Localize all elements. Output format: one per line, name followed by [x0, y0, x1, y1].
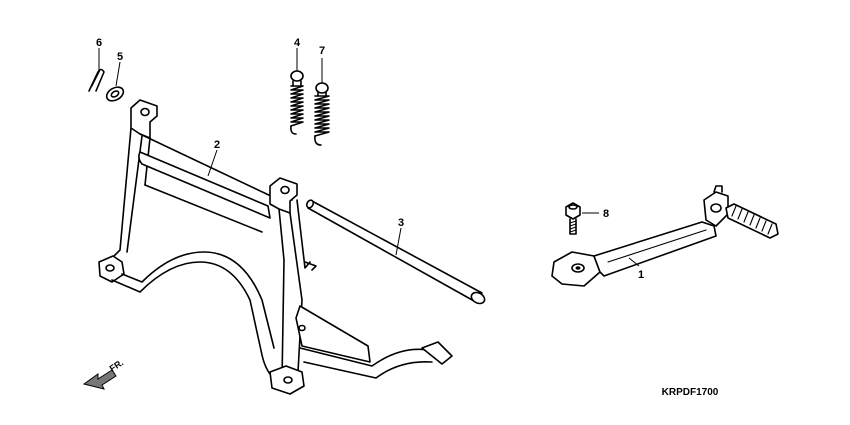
- bolt-part: [565, 202, 581, 235]
- leader-line-2: [207, 149, 218, 177]
- callout-8: 8: [603, 208, 609, 220]
- main-stand-part: [98, 99, 453, 395]
- washer-part: [105, 86, 125, 102]
- callout-7: 7: [319, 45, 325, 57]
- callout-6: 6: [96, 37, 102, 49]
- leader-line-1: [628, 257, 640, 267]
- diagram-code: KRPDF1700: [662, 387, 719, 398]
- callout-3: 3: [398, 217, 404, 229]
- front-direction-arrow-icon: [82, 369, 117, 390]
- leader-line-5: [115, 61, 121, 87]
- callout-5: 5: [117, 51, 123, 63]
- spring-part-4: [290, 70, 304, 135]
- callout-2: 2: [214, 139, 220, 151]
- spring-part-7: [314, 82, 330, 146]
- kick-starter-arm-part: [551, 185, 779, 287]
- leader-line-3: [395, 227, 402, 256]
- callout-4: 4: [294, 37, 301, 49]
- callout-1: 1: [638, 269, 644, 281]
- cotter-pin-part: [88, 68, 105, 92]
